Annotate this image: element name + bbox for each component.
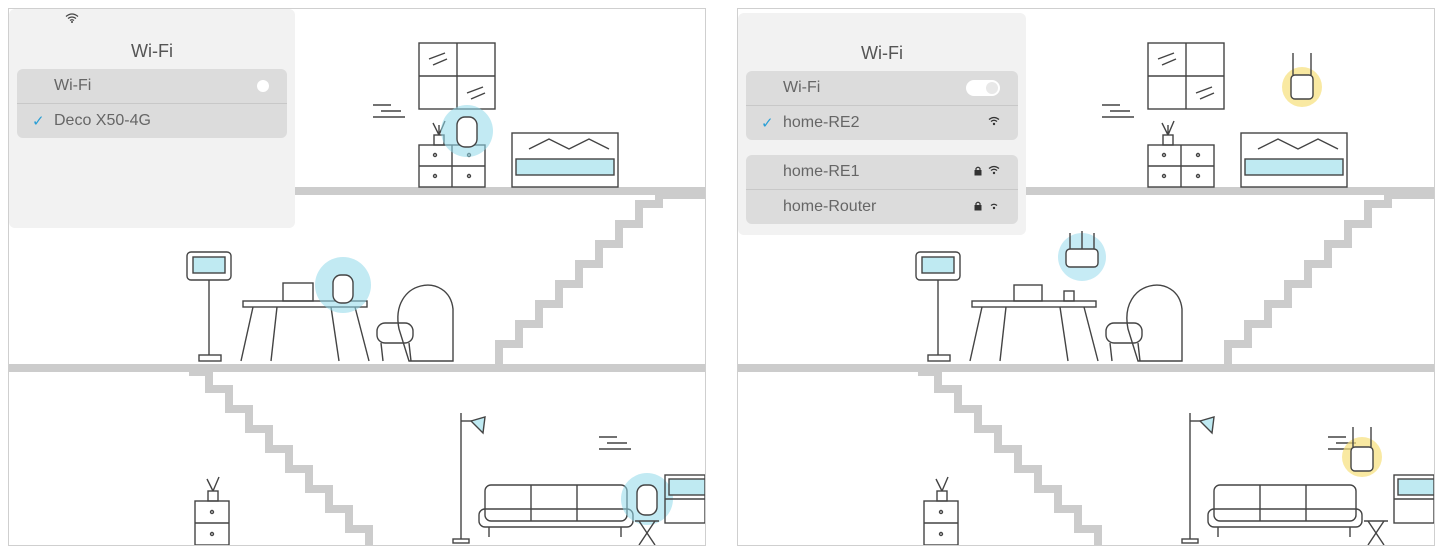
- lower-stairs: [918, 368, 1102, 545]
- lock-icon: [974, 166, 982, 176]
- middle-floor-slab: [9, 364, 705, 372]
- range-extender-lower: [1350, 427, 1374, 472]
- wifi-toggle-label: Wi-Fi: [54, 77, 92, 94]
- side-table: [635, 520, 659, 545]
- window: [1147, 42, 1225, 110]
- house-illustration: [9, 42, 705, 545]
- checkmark-icon: ✓: [32, 113, 45, 130]
- middle-floor-slab: [738, 364, 1434, 372]
- network-name: home-Router: [783, 198, 877, 215]
- wifi-signal-icon: [988, 165, 1000, 175]
- network-item-home-re2[interactable]: ✓ home-RE2: [746, 105, 1018, 140]
- deco-unit-upper: [456, 116, 478, 148]
- wifi-network-group: Wi-Fi ✓ Deco X50-4G: [17, 69, 287, 138]
- router: [1065, 231, 1099, 268]
- range-extender-scene-panel: Wi-Fi Wi-Fi ✓ home-RE2 home-RE1 home-Rou…: [737, 8, 1435, 546]
- wifi-status-icon: [65, 13, 79, 23]
- tv-cabinet: [1393, 474, 1434, 524]
- floor-lamp: [915, 251, 961, 362]
- wifi-toggle-switch[interactable]: [966, 80, 1000, 96]
- wall-brick-mark: [373, 104, 405, 118]
- tv-cabinet: [664, 474, 705, 524]
- network-item-home-re1[interactable]: home-RE1: [746, 155, 1018, 189]
- wall-brick-mark-lower: [599, 436, 631, 450]
- lock-icon: [974, 201, 982, 211]
- wifi-signal-weak-icon: [990, 203, 998, 210]
- popup-title: Wi-Fi: [131, 41, 173, 61]
- network-name: Deco X50-4G: [54, 112, 151, 129]
- current-network-group: Wi-Fi ✓ home-RE2: [746, 71, 1018, 140]
- bed: [511, 132, 619, 188]
- wifi-signal-icon: [988, 116, 1000, 126]
- sofa: [1207, 484, 1363, 537]
- wifi-toggle-label: Wi-Fi: [783, 79, 821, 96]
- sofa: [478, 484, 634, 537]
- nightstand: [1147, 120, 1215, 188]
- upper-stairs: [495, 191, 705, 364]
- other-networks-group: home-RE1 home-Router: [746, 155, 1018, 224]
- wifi-toggle-row[interactable]: Wi-Fi: [17, 69, 287, 103]
- lower-stairs: [189, 368, 373, 545]
- wall-brick-mark: [1102, 104, 1134, 118]
- range-extender-upper: [1290, 53, 1314, 100]
- wifi-settings-popup: Wi-Fi Wi-Fi ✓ Deco X50-4G: [9, 9, 295, 228]
- window: [418, 42, 496, 110]
- upper-floor-slab: [9, 187, 705, 195]
- nightstand-lower: [923, 476, 959, 545]
- armchair: [1105, 284, 1183, 362]
- network-name: home-RE1: [783, 163, 860, 180]
- network-name: home-RE2: [783, 114, 860, 131]
- arc-lamp: [1181, 413, 1215, 544]
- deco-unit-middle: [332, 274, 354, 304]
- popup-title: Wi-Fi: [861, 43, 903, 63]
- network-item-home-router[interactable]: home-Router: [746, 189, 1018, 224]
- wifi-toggle-switch[interactable]: [257, 80, 269, 92]
- bed: [1240, 132, 1348, 188]
- desk: [240, 282, 370, 362]
- upper-floor-slab: [738, 187, 1434, 195]
- wifi-settings-popup: Wi-Fi Wi-Fi ✓ home-RE2 home-RE1 home-Rou…: [738, 13, 1026, 235]
- nightstand-lower: [194, 476, 230, 545]
- desk: [969, 284, 1099, 362]
- floor-lamp: [186, 251, 232, 362]
- deco-mesh-scene-panel: Wi-Fi Wi-Fi ✓ Deco X50-4G: [8, 8, 706, 546]
- armchair: [376, 284, 454, 362]
- deco-unit-lower: [636, 484, 658, 516]
- arc-lamp: [452, 413, 486, 544]
- wifi-toggle-row[interactable]: Wi-Fi: [746, 71, 1018, 105]
- upper-stairs: [1224, 191, 1434, 364]
- checkmark-icon: ✓: [761, 115, 774, 132]
- house-illustration: [738, 42, 1434, 545]
- network-item-deco[interactable]: ✓ Deco X50-4G: [17, 103, 287, 138]
- side-table: [1364, 520, 1388, 545]
